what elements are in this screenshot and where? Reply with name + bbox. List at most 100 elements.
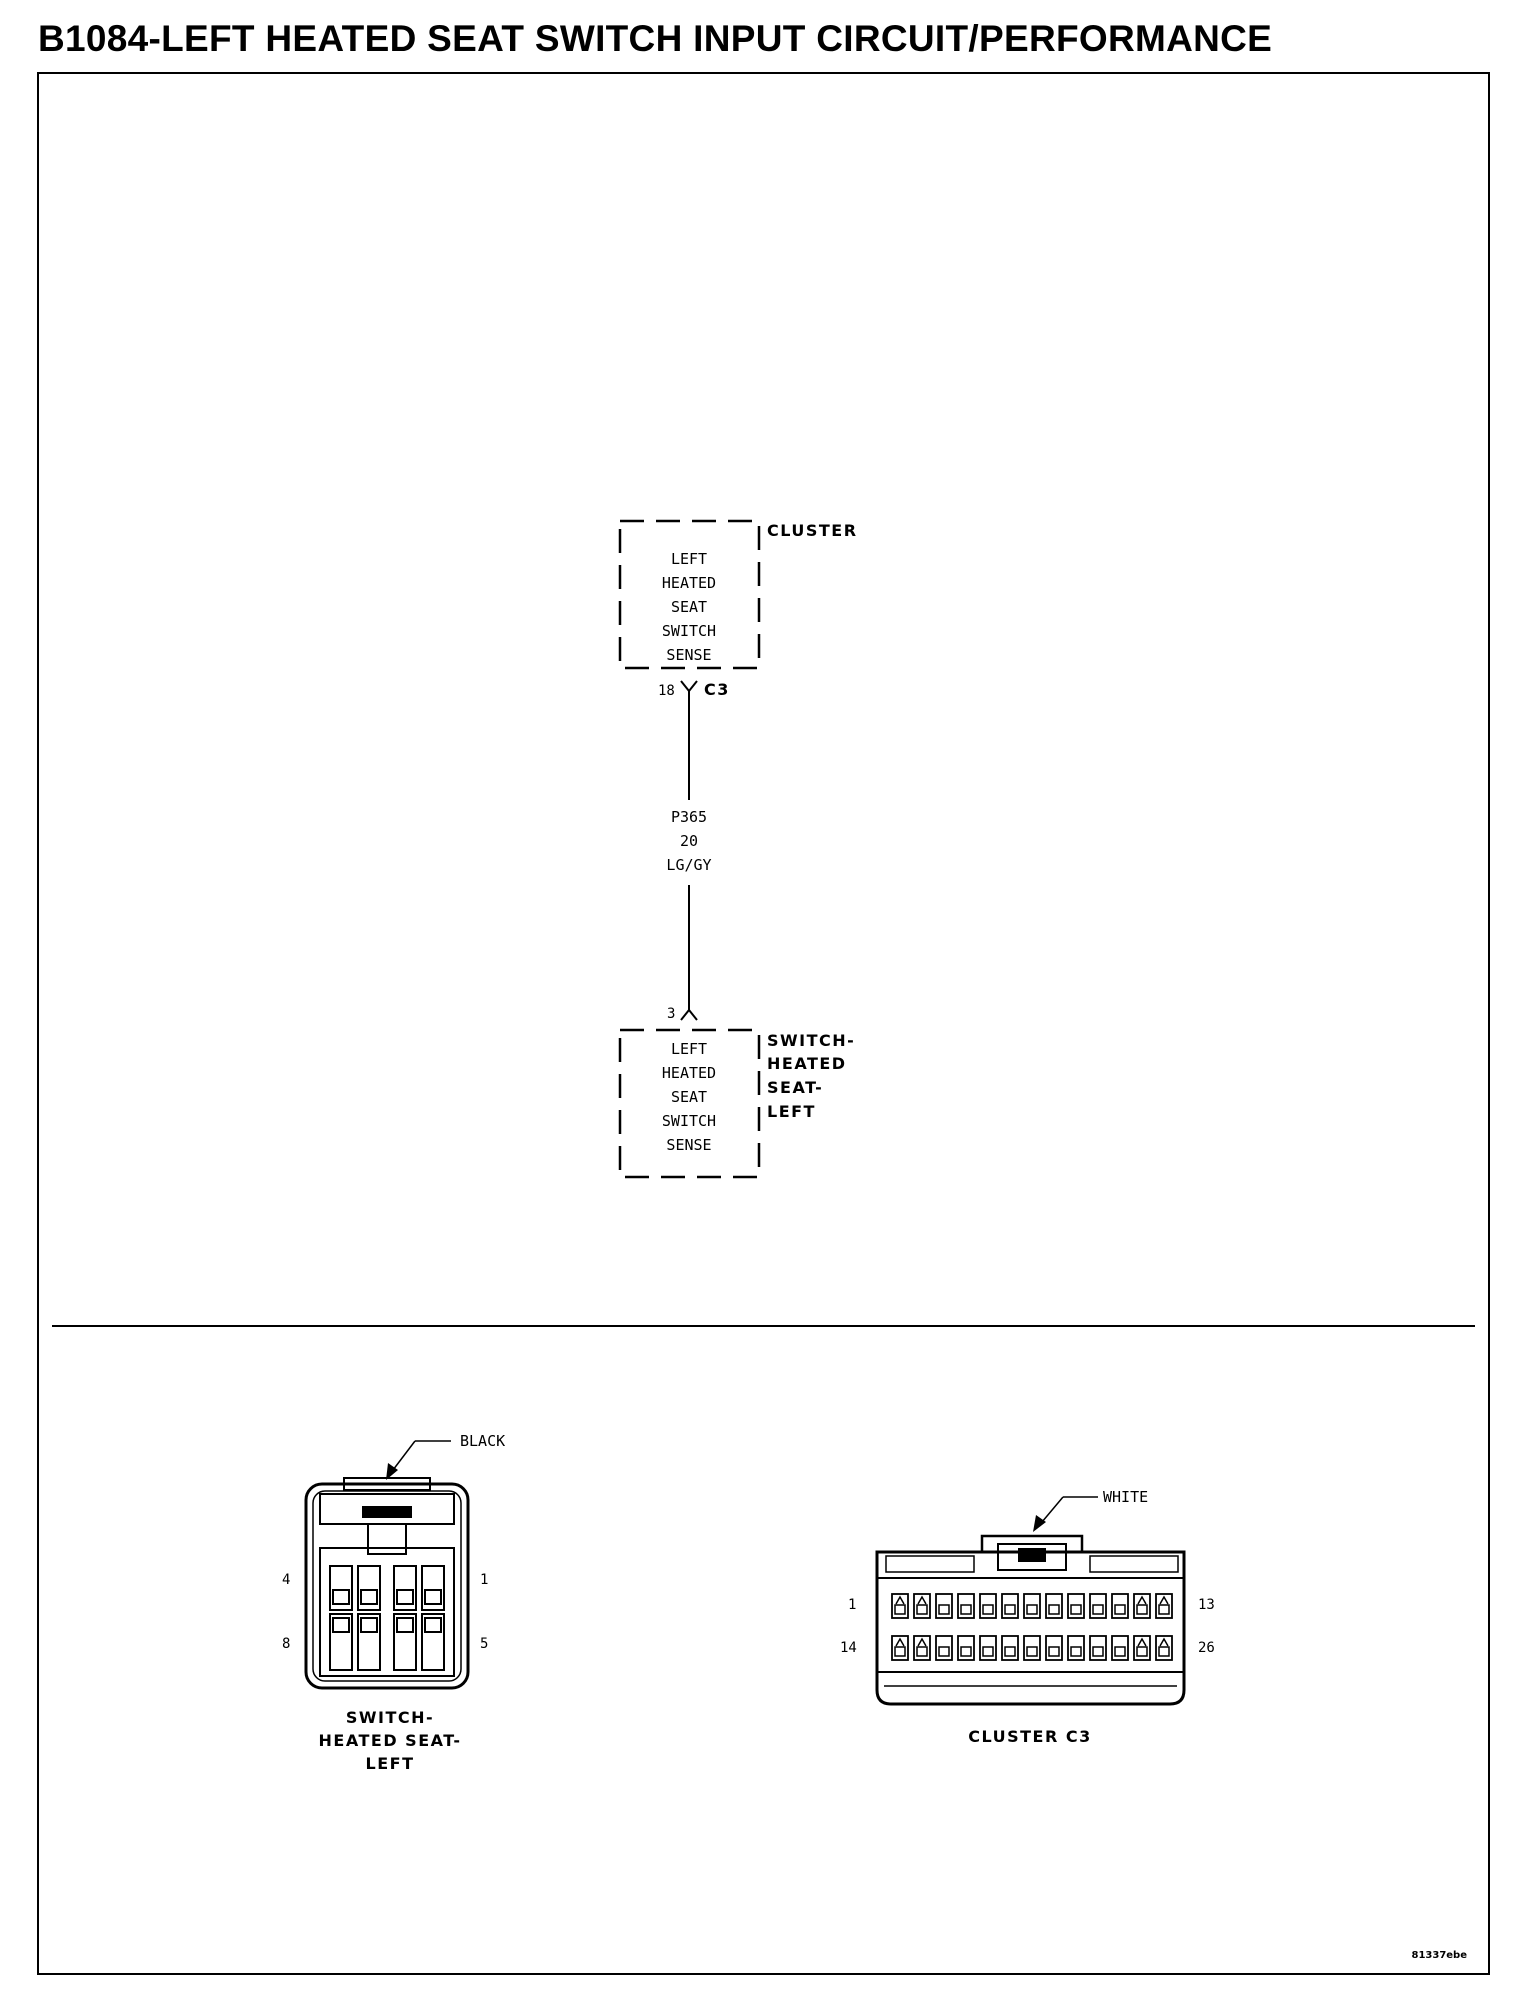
cluster-connector-cavity [1023, 1635, 1041, 1661]
switch-function-line: SEAT [671, 1088, 707, 1106]
cluster-connector-terminal [1070, 1604, 1082, 1615]
cluster-connector-cavity [935, 1635, 953, 1661]
cluster-connector-key [1159, 1637, 1169, 1647]
cluster-connector-terminal [1070, 1646, 1082, 1657]
switch-connector-terminal [424, 1589, 442, 1605]
switch-connector-terminal [424, 1617, 442, 1633]
cluster-connector-cavity [1067, 1635, 1085, 1661]
switch-connector-body-inner [312, 1490, 462, 1682]
switch-connector-cavity [329, 1613, 353, 1671]
wire-label: P365 20 LG/GY [666, 808, 711, 874]
cluster-connector-cavity [1045, 1635, 1063, 1661]
cluster-connector-key [895, 1595, 905, 1605]
cluster-connector-cavity [957, 1593, 975, 1619]
cluster-connector-cavity [1133, 1593, 1151, 1619]
cluster-connector-caption: CLUSTER C3 [968, 1727, 1092, 1746]
switch-connector-cavity [329, 1565, 353, 1611]
cluster-connector-terminal [1026, 1604, 1038, 1615]
cluster-connector-cavity [1089, 1593, 1107, 1619]
switch-connector-cavity [393, 1565, 417, 1611]
switch-label-line: HEATED [767, 1054, 847, 1073]
cluster-connector-pin-label: 26 [1198, 1640, 1215, 1656]
cluster-connector-top-ridge [885, 1555, 975, 1573]
switch-connector-latch-center [362, 1506, 412, 1518]
cluster-connector-terminal [938, 1646, 950, 1657]
switch-connector-caption-line: LEFT [366, 1754, 415, 1773]
cluster-connector-terminal [960, 1604, 972, 1615]
cluster-connector-terminal [1026, 1646, 1038, 1657]
cluster-connector-cavity [1001, 1593, 1019, 1619]
cluster-connector-terminal [894, 1646, 906, 1657]
switch-connector-pin-label: 4 [282, 1572, 290, 1588]
cluster-connector-color: WHITE [1103, 1488, 1148, 1506]
wire-circuit: P365 [671, 808, 707, 826]
switch-connector-terminal [360, 1589, 378, 1605]
cluster-connector-terminal [1048, 1604, 1060, 1615]
cluster-connector-terminal [938, 1604, 950, 1615]
cluster-connector-view: WHITE 1 13 14 26 CLUSTER C3 [840, 1488, 1215, 1746]
cluster-connector-key [917, 1595, 927, 1605]
cluster-connector-terminal [1114, 1646, 1126, 1657]
cluster-connector-cavities [891, 1593, 1173, 1661]
cluster-function-line: SENSE [666, 646, 711, 664]
switch-connector-caption-line: HEATED SEAT- [319, 1731, 462, 1750]
cluster-connector-terminal [1158, 1646, 1170, 1657]
cluster-pin-number: 18 [658, 683, 675, 699]
switch-label-line: LEFT [767, 1102, 816, 1121]
cluster-connector-cavity [935, 1593, 953, 1619]
page-title: B1084-LEFT HEATED SEAT SWITCH INPUT CIRC… [38, 18, 1273, 59]
switch-connector-latch-slot [367, 1523, 407, 1555]
switch-function-line: HEATED [662, 1064, 716, 1082]
cluster-connector-callout-line [1041, 1496, 1064, 1523]
switch-connector-caption: SWITCH- HEATED SEAT- LEFT [319, 1708, 462, 1773]
switch-connector-body [304, 1482, 470, 1690]
cluster-connector-terminal [1004, 1604, 1016, 1615]
cluster-connector-terminal [1136, 1646, 1148, 1657]
switch-connector-cavity [421, 1613, 445, 1671]
cluster-connector-cavity [891, 1635, 909, 1661]
switch-connector-color: BLACK [460, 1432, 505, 1450]
cluster-connector-body [875, 1550, 1186, 1706]
switch-function-line: LEFT [671, 1040, 707, 1058]
switch-function-text: LEFT HEATED SEAT SWITCH SENSE [662, 1040, 716, 1154]
cluster-connector-key [895, 1637, 905, 1647]
cluster-connector-terminal [916, 1646, 928, 1657]
switch-label-line: SWITCH- [767, 1031, 855, 1050]
cluster-connector-key [1137, 1595, 1147, 1605]
cluster-connector-terminal [960, 1646, 972, 1657]
cluster-connector-cavity [913, 1635, 931, 1661]
cluster-connector-cavity [1045, 1593, 1063, 1619]
switch-connector-cavity [357, 1565, 381, 1611]
cluster-pin-symbol [680, 680, 698, 693]
cluster-connector-terminal [1004, 1646, 1016, 1657]
cluster-connector-cavity [957, 1635, 975, 1661]
wire-gauge: 20 [680, 832, 698, 850]
switch-connector-latch [343, 1477, 431, 1491]
switch-connector-pin-label: 1 [480, 1572, 488, 1588]
switch-connector-pin-label: 5 [480, 1636, 488, 1652]
cluster-connector-cavity [1111, 1635, 1129, 1661]
cluster-connector-terminal [1048, 1646, 1060, 1657]
switch-connector-terminal [396, 1617, 414, 1633]
switch-connector-cavity [421, 1565, 445, 1611]
switch-pin-symbol [680, 1008, 698, 1021]
cluster-connector-cavity [979, 1593, 997, 1619]
cluster-connector-terminal [1158, 1604, 1170, 1615]
cluster-connector-terminal [982, 1604, 994, 1615]
cluster-connector-cavity [1155, 1635, 1173, 1661]
switch-connector-cavity [393, 1613, 417, 1671]
cluster-function-line: SWITCH [662, 622, 716, 640]
cluster-function-line: SEAT [671, 598, 707, 616]
cluster-connector-id: C3 [704, 680, 730, 699]
cluster-connector-cavity [979, 1635, 997, 1661]
cluster-connector-terminal [1136, 1604, 1148, 1615]
cluster-connector-cavity [1023, 1593, 1041, 1619]
cluster-connector-pin-label: 14 [840, 1640, 857, 1656]
switch-connector-terminal [332, 1617, 350, 1633]
switch-pin-number: 3 [667, 1006, 675, 1022]
cluster-connector-terminal [1114, 1604, 1126, 1615]
switch-connector-terminal [332, 1589, 350, 1605]
cluster-connector-cavity [1133, 1635, 1151, 1661]
switch-label: SWITCH- HEATED SEAT- LEFT [767, 1031, 855, 1121]
